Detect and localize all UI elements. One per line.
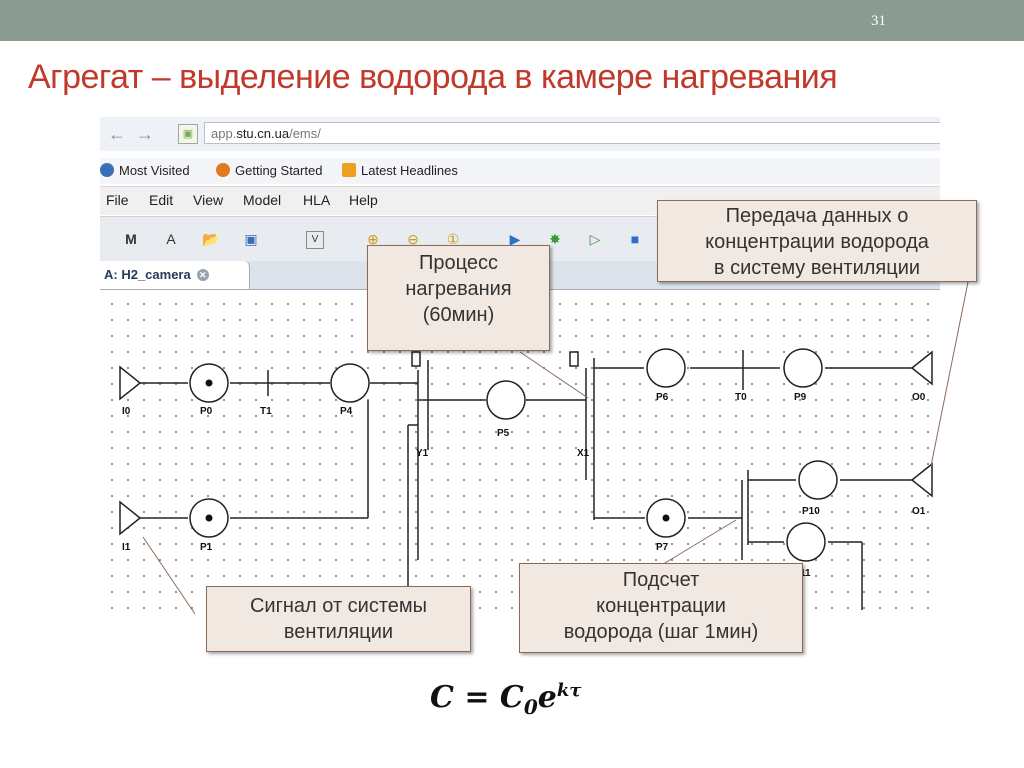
bookmark-getting-started[interactable]: Getting Started bbox=[216, 163, 322, 178]
label-P6: P6 bbox=[656, 392, 669, 403]
I1-node bbox=[119, 500, 142, 536]
slide-top-bar: 31 bbox=[0, 0, 1024, 41]
label-Y1: Y1 bbox=[416, 448, 429, 459]
close-icon[interactable]: ✕ bbox=[196, 269, 209, 281]
menu-help[interactable]: Help bbox=[349, 192, 378, 208]
label-P1: P1 bbox=[200, 542, 213, 553]
label-P4: P4 bbox=[340, 406, 353, 417]
P11-node bbox=[786, 522, 826, 562]
label-P0: P0 bbox=[200, 406, 213, 417]
arrow-right-icon[interactable]: → bbox=[136, 124, 154, 144]
folder-icon[interactable]: 📂 bbox=[202, 231, 220, 247]
bookmark-most-visited[interactable]: Most Visited bbox=[100, 163, 190, 178]
menu-edit[interactable]: Edit bbox=[149, 192, 174, 208]
browser-screenshot: ← → ▣ app.stu.cn.ua/ems/ Most Visited Ge… bbox=[100, 117, 940, 620]
globe-icon bbox=[100, 163, 114, 177]
bookmark-latest-headlines[interactable]: Latest Headlines bbox=[342, 163, 458, 178]
a-button[interactable]: A bbox=[166, 231, 176, 247]
address-bar[interactable]: app.stu.cn.ua/ems/ bbox=[204, 122, 940, 144]
label-I0: I0 bbox=[122, 406, 131, 417]
menu-view[interactable]: View bbox=[193, 192, 224, 208]
O1-node bbox=[910, 462, 933, 498]
zoom-out-icon[interactable]: ⊖ bbox=[407, 231, 419, 247]
O0-node bbox=[910, 350, 933, 386]
bookmarks-bar: Most Visited Getting Started Latest Head… bbox=[100, 158, 940, 184]
label-T0: T0 bbox=[735, 392, 747, 403]
firefox-icon bbox=[216, 163, 230, 177]
slide-number: 31 bbox=[871, 13, 886, 29]
label-T1: T1 bbox=[260, 406, 272, 417]
I0-node bbox=[119, 365, 142, 401]
address-host: stu.cn.ua bbox=[236, 126, 290, 141]
P5-node bbox=[486, 380, 526, 420]
bug-icon[interactable]: ✸ bbox=[549, 231, 561, 247]
slide-title: Агрегат – выделение водорода в камере на… bbox=[28, 58, 838, 96]
label-I1: I1 bbox=[122, 542, 131, 553]
label-O0: O0 bbox=[912, 392, 926, 403]
browser-nav-bar: ← → ▣ app.stu.cn.ua/ems/ bbox=[100, 117, 940, 151]
zoom-in-icon[interactable]: ⊕ bbox=[367, 231, 379, 247]
menu-file[interactable]: File bbox=[106, 192, 129, 208]
menu-model[interactable]: Model bbox=[243, 192, 282, 208]
arrow-left-icon[interactable]: ← bbox=[108, 124, 126, 144]
callout-count: Подсчет концентрации водорода (шаг 1мин) bbox=[519, 563, 803, 653]
formula: C = C0ekτ bbox=[430, 680, 582, 719]
tab-h2-camera[interactable]: A: H2_camera✕ bbox=[100, 261, 250, 289]
label-P7: P7 bbox=[656, 542, 669, 553]
zoom-reset-icon[interactable]: ① bbox=[446, 231, 460, 247]
rss-icon bbox=[342, 163, 356, 177]
label-P10: P10 bbox=[802, 506, 820, 517]
Y1-queue bbox=[411, 351, 421, 367]
P9-node bbox=[783, 348, 823, 388]
stop-icon[interactable]: ■ bbox=[630, 231, 640, 247]
m-button[interactable]: M bbox=[125, 231, 137, 247]
validate-icon[interactable]: V bbox=[306, 231, 324, 249]
P10-node bbox=[798, 460, 838, 500]
label-P9: P9 bbox=[794, 392, 807, 403]
play-icon[interactable]: ▶ bbox=[509, 231, 521, 247]
P6-node bbox=[646, 348, 686, 388]
P4-node bbox=[330, 363, 370, 403]
page-icon: ▣ bbox=[178, 124, 198, 144]
callout-transfer: Передача данных о концентрации водорода … bbox=[657, 200, 977, 282]
X1-queue bbox=[569, 351, 579, 367]
label-O1: O1 bbox=[912, 506, 926, 517]
save-icon[interactable]: ▣ bbox=[244, 231, 258, 247]
label-P5: P5 bbox=[497, 428, 510, 439]
menu-hla[interactable]: HLA bbox=[303, 192, 331, 208]
callout-signal: Сигнал от системы вентиляции bbox=[206, 586, 471, 652]
step-icon[interactable]: ▷ bbox=[589, 231, 601, 247]
label-P11: 11 bbox=[800, 568, 811, 579]
callout-heating: Процесс нагревания (60мин) bbox=[367, 245, 550, 351]
label-X1: X1 bbox=[577, 448, 590, 459]
